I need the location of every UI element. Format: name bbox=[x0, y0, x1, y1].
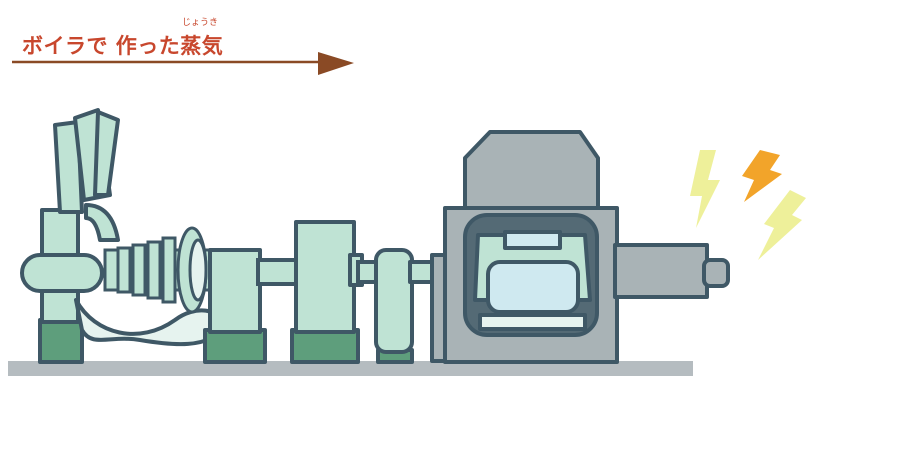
lightning-bolt-icon bbox=[690, 150, 720, 228]
turbine-rotor bbox=[103, 226, 212, 314]
caption-ruby: じょうき bbox=[182, 18, 219, 28]
caption-text: ボイラで 作った蒸気 bbox=[22, 34, 224, 58]
bearing-block-1 bbox=[203, 248, 267, 364]
caption: ボイラで 作った蒸気 bbox=[22, 30, 223, 60]
steam-pipe bbox=[74, 298, 227, 347]
steam-valve bbox=[20, 108, 120, 364]
shaft-1 bbox=[256, 258, 302, 286]
bearing-block-2 bbox=[290, 220, 364, 364]
lightning-bolt-icon bbox=[742, 150, 782, 202]
lightning-bolt-icon bbox=[758, 190, 806, 260]
steam-arrow-icon bbox=[12, 52, 354, 75]
coupling bbox=[374, 248, 434, 364]
ground-slab bbox=[8, 361, 693, 376]
generator bbox=[430, 130, 730, 364]
